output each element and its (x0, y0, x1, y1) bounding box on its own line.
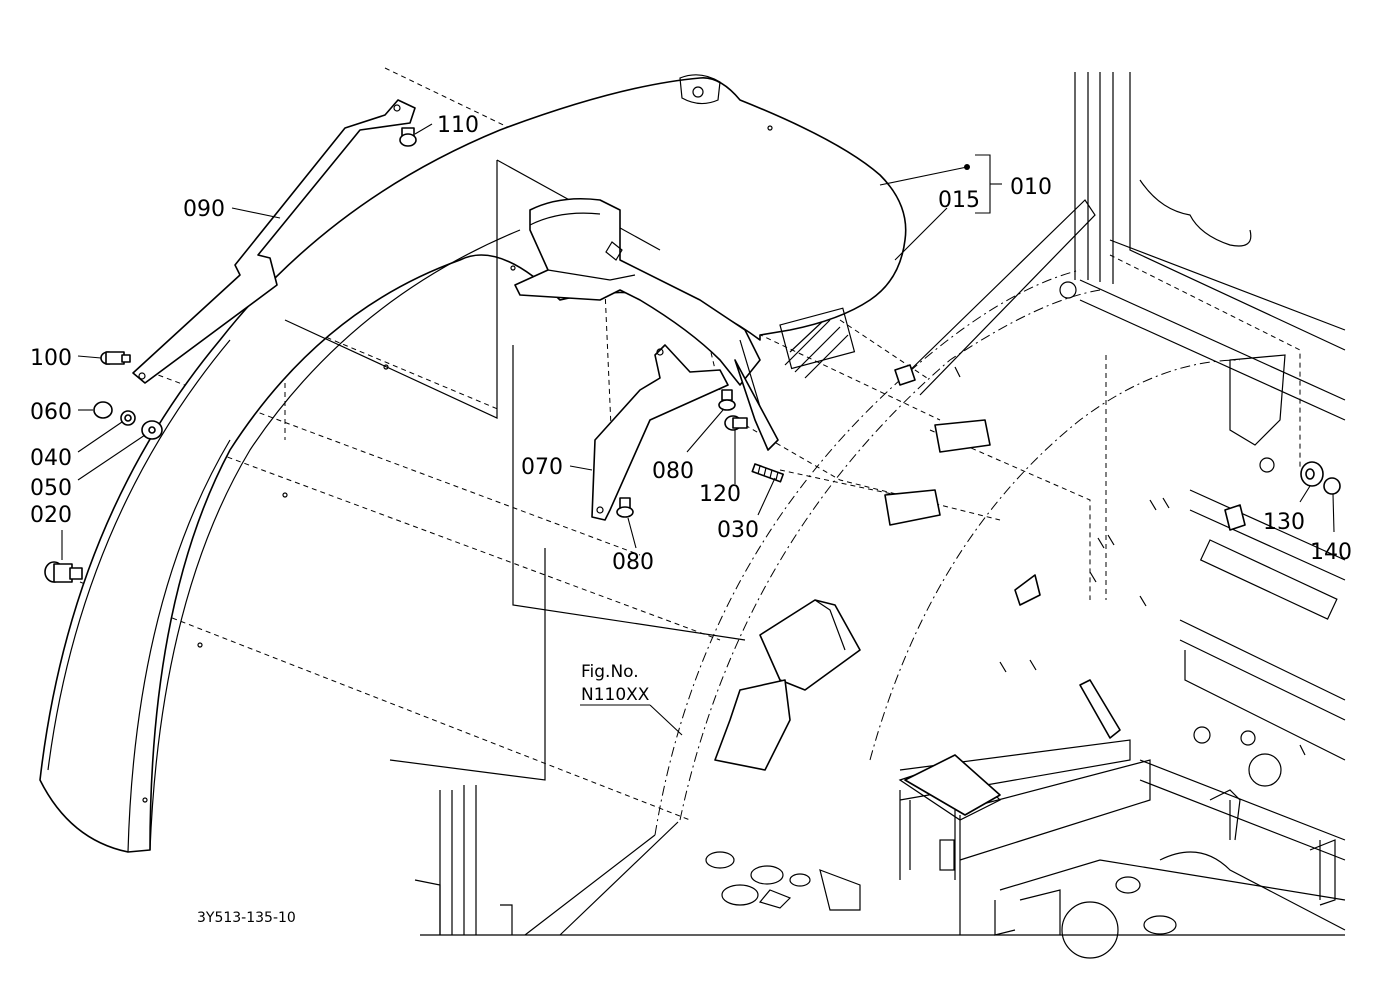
washer-130-icon (1300, 461, 1324, 487)
leader-lines (61, 123, 1335, 736)
washer-040-icon (120, 410, 136, 426)
label-120[interactable]: 120 (699, 482, 741, 507)
fasteners (44, 127, 1341, 756)
bolt-080-lower-icon (616, 497, 634, 518)
label-020[interactable]: 020 (30, 503, 72, 528)
nut-140-icon (1323, 477, 1341, 495)
bolt-080-upper-icon (718, 389, 736, 411)
bolt-020-icon (44, 561, 83, 583)
label-040[interactable]: 040 (30, 446, 72, 471)
stay-090[interactable] (132, 99, 416, 384)
stay-070[interactable] (591, 344, 729, 521)
stud-030-icon (751, 463, 784, 483)
label-050[interactable]: 050 (30, 476, 72, 501)
label-060[interactable]: 060 (30, 400, 72, 425)
washer-050-icon (141, 420, 163, 440)
label-010[interactable]: 010 (1010, 175, 1052, 200)
nut-060-icon (93, 401, 113, 419)
bolt-100-icon (100, 351, 131, 365)
label-090[interactable]: 090 (183, 197, 225, 222)
small-brackets (714, 364, 1246, 880)
label-030[interactable]: 030 (717, 518, 759, 543)
label-015[interactable]: 015 (938, 188, 980, 213)
label-140[interactable]: 140 (1310, 540, 1352, 565)
bolt-120-icon (724, 415, 748, 431)
tool-box (514, 197, 779, 451)
fender[interactable] (39, 74, 907, 853)
tractor-frame (414, 72, 1346, 959)
label-110[interactable]: 110 (437, 113, 479, 138)
label-100[interactable]: 100 (30, 346, 72, 371)
label-070[interactable]: 070 (521, 455, 563, 480)
inner-fender-arch (524, 199, 1241, 936)
part-labels: 110 090 100 060 040 050 020 070 080 120 … (30, 113, 1352, 575)
figure-reference: Fig.No. N110XX (581, 662, 650, 705)
label-130[interactable]: 130 (1263, 510, 1305, 535)
fig-ref-line2[interactable]: N110XX (581, 685, 650, 705)
drawing-code: 3Y513-135-10 (197, 910, 296, 926)
bolt-110-icon (399, 127, 417, 147)
label-080-upper[interactable]: 080 (652, 459, 694, 484)
fig-ref-line1: Fig.No. (581, 662, 639, 682)
label-080-lower[interactable]: 080 (612, 550, 654, 575)
